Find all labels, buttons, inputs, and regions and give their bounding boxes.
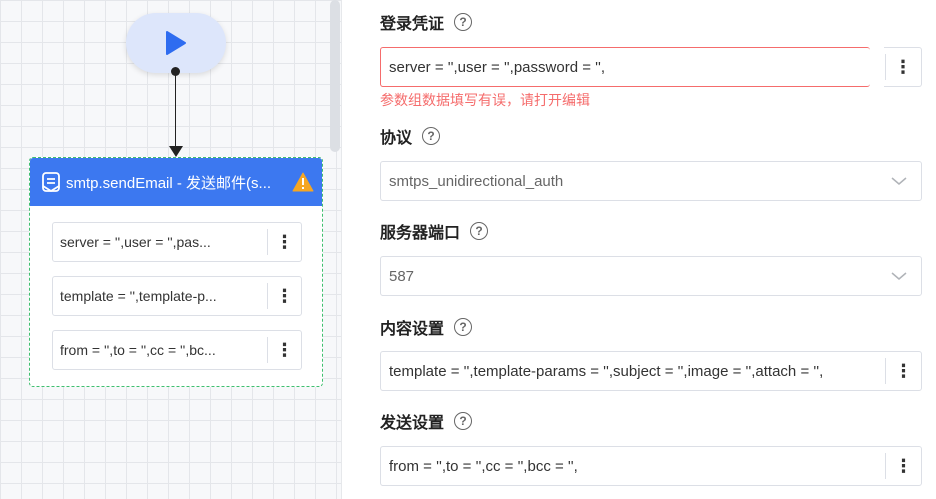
send-email-node[interactable]: smtp.sendEmail - 发送邮件(s... server = '',u…	[29, 157, 323, 387]
credentials-error: 参数组数据填写有误，请打开编辑	[380, 92, 590, 108]
help-icon[interactable]: ?	[422, 127, 441, 145]
canvas-scrollbar[interactable]	[330, 0, 340, 152]
content-label-text: 内容设置	[380, 321, 445, 338]
more-icon[interactable]: ⋮	[267, 337, 301, 363]
credentials-input[interactable]: server = '',user = '',password = '',	[380, 47, 870, 87]
help-icon[interactable]: ?	[454, 412, 473, 430]
node-param-text: server = '',user = '',pas...	[60, 234, 211, 250]
warning-icon[interactable]	[292, 172, 314, 192]
credentials-more-wrap: ⋮	[884, 47, 922, 87]
node-header[interactable]: smtp.sendEmail - 发送邮件(s...	[30, 158, 322, 206]
more-icon[interactable]: ⋮	[884, 54, 921, 80]
node-title: smtp.sendEmail - 发送邮件(s...	[66, 174, 272, 192]
send-label-text: 发送设置	[380, 415, 445, 432]
start-node[interactable]	[126, 13, 226, 73]
more-icon[interactable]: ⋮	[885, 453, 921, 479]
chevron-down-icon	[877, 271, 921, 281]
protocol-label-text: 协议	[380, 130, 413, 147]
connector-line	[175, 74, 176, 150]
help-icon[interactable]: ?	[454, 13, 473, 31]
node-param-row[interactable]: template = '',template-p... ⋮	[52, 276, 302, 316]
send-input[interactable]: from = '',to = '',cc = '',bcc = '', ⋮	[380, 446, 922, 486]
port-label-text: 服务器端口	[380, 225, 461, 242]
more-icon[interactable]: ⋮	[885, 358, 921, 384]
mail-icon	[42, 172, 60, 193]
node-param-row[interactable]: from = '',to = '',cc = '',bc... ⋮	[52, 330, 302, 370]
connector-dot[interactable]	[171, 67, 180, 76]
port-select[interactable]: 587	[380, 256, 922, 296]
credentials-value: server = '',user = '',password = '',	[389, 58, 606, 76]
content-value: template = '',template-params = '',subje…	[389, 362, 824, 380]
node-param-text: template = '',template-p...	[60, 288, 217, 304]
chevron-down-icon	[877, 176, 921, 186]
connector-arrow	[169, 146, 183, 157]
port-value: 587	[389, 267, 415, 285]
protocol-value: smtps_unidirectional_auth	[389, 172, 564, 190]
send-value: from = '',to = '',cc = '',bcc = '',	[389, 457, 578, 475]
protocol-select[interactable]: smtps_unidirectional_auth	[380, 161, 922, 201]
credentials-label: 登录凭证 ?	[380, 10, 473, 34]
more-icon[interactable]: ⋮	[267, 283, 301, 309]
content-label: 内容设置 ?	[380, 315, 473, 339]
play-icon	[166, 31, 186, 55]
more-icon[interactable]: ⋮	[267, 229, 301, 255]
node-body: server = '',user = '',pas... ⋮ template …	[30, 206, 322, 370]
help-icon[interactable]: ?	[470, 222, 489, 240]
help-icon[interactable]: ?	[454, 318, 473, 336]
node-param-row[interactable]: server = '',user = '',pas... ⋮	[52, 222, 302, 262]
node-param-text: from = '',to = '',cc = '',bc...	[60, 342, 216, 358]
content-input[interactable]: template = '',template-params = '',subje…	[380, 351, 922, 391]
port-label: 服务器端口 ?	[380, 219, 489, 243]
protocol-label: 协议 ?	[380, 124, 441, 148]
flow-canvas[interactable]: smtp.sendEmail - 发送邮件(s... server = '',u…	[0, 0, 342, 499]
send-label: 发送设置 ?	[380, 409, 473, 433]
properties-panel: 登录凭证 ? server = '',user = '',password = …	[380, 0, 922, 499]
credentials-label-text: 登录凭证	[380, 16, 445, 33]
